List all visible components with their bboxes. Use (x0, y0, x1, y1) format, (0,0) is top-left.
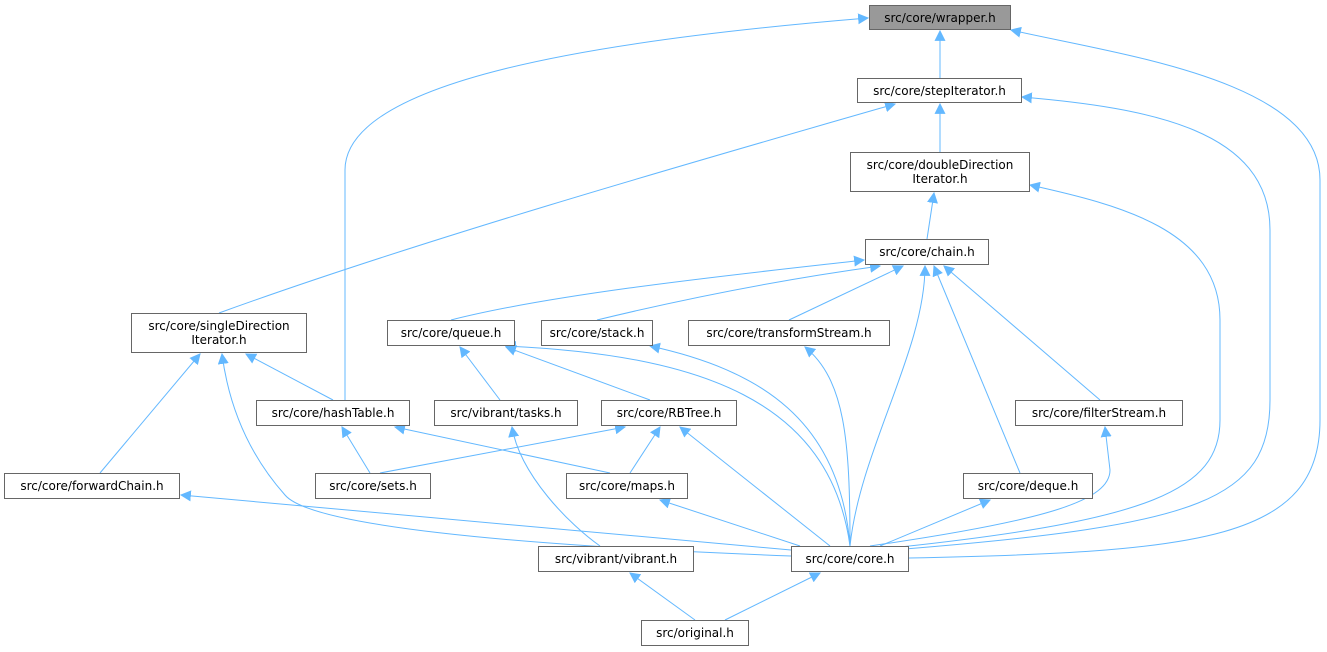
node-doubledirectioniterator-h[interactable]: src/core/doubleDirection Iterator.h (850, 152, 1030, 192)
edge-chain-to-doubleDirection (926, 191, 938, 240)
node-deque-h[interactable]: src/core/deque.h (963, 473, 1093, 499)
edge-original-to-core (724, 572, 821, 621)
edge-core-to-queue (504, 340, 851, 547)
edge-original-to-vibrant (629, 572, 696, 621)
edge-sets-to-hashTable (341, 426, 371, 474)
edge-core-to-singleDirection (217, 352, 792, 557)
edge-RBTree-to-queue (504, 345, 651, 401)
node-filterstream-h[interactable]: src/core/filterStream.h (1015, 400, 1183, 426)
edge-core-to-transformStream (804, 346, 851, 547)
node-maps-h[interactable]: src/core/maps.h (566, 473, 688, 499)
edge-core-to-chain (849, 264, 931, 547)
edge-core-to-deque (879, 498, 992, 547)
node-vibrant-tasks-h[interactable]: src/vibrant/tasks.h (434, 400, 578, 426)
node-queue-h[interactable]: src/core/queue.h (387, 320, 515, 346)
edge-forwardChain-to-singleDirection (99, 353, 201, 474)
edge-stack-to-chain (596, 261, 882, 321)
edge-core-to-maps (658, 497, 801, 547)
edge-core-to-RBTree (679, 426, 831, 547)
node-hashtable-h[interactable]: src/core/hashTable.h (256, 400, 410, 426)
edge-maps-to-RBTree (629, 426, 661, 474)
node-original-h[interactable]: src/original.h (641, 620, 749, 646)
node-rbtree-h[interactable]: src/core/RBTree.h (601, 400, 737, 426)
edge-vibrant-to-tasks (508, 425, 601, 547)
edge-hashTable-to-singleDirection (245, 353, 334, 401)
edge-core-to-doubleDirection (899, 181, 1221, 548)
node-singledirectioniterator-h[interactable]: src/core/singleDirection Iterator.h (131, 313, 307, 353)
edge-core-to-forwardChain (179, 490, 792, 551)
edge-filterStream-to-chain (943, 265, 1101, 401)
edge-queue-to-chain (450, 255, 866, 321)
edge-core-to-filterStream (869, 425, 1112, 547)
node-core-h[interactable]: src/core/core.h (791, 546, 909, 572)
node-wrapper-h[interactable]: src/core/wrapper.h (869, 5, 1011, 30)
node-vibrant-h[interactable]: src/vibrant/vibrant.h (538, 546, 694, 572)
edge-tasks-to-queue (459, 346, 501, 401)
node-forwardchain-h[interactable]: src/core/forwardChain.h (4, 473, 180, 499)
edge-singleDirection-to-stepIterator (218, 101, 897, 314)
edge-deque-to-chain (932, 264, 1021, 474)
node-chain-h[interactable]: src/core/chain.h (865, 239, 989, 265)
node-stack-h[interactable]: src/core/stack.h (541, 320, 653, 346)
edge-core-to-stepIterator (904, 92, 1271, 550)
node-sets-h[interactable]: src/core/sets.h (315, 473, 431, 499)
edge-core-to-stack (648, 342, 851, 547)
edge-transformStream-to-chain (788, 265, 904, 321)
node-transformstream-h[interactable]: src/core/transformStream.h (688, 320, 890, 346)
node-stepiterator-h[interactable]: src/core/stepIterator.h (857, 78, 1022, 103)
edge-sets-to-RBTree (379, 423, 627, 474)
edge-core-to-wrapper (908, 26, 1321, 559)
edge-hashTable-to-wrapper (344, 13, 870, 401)
